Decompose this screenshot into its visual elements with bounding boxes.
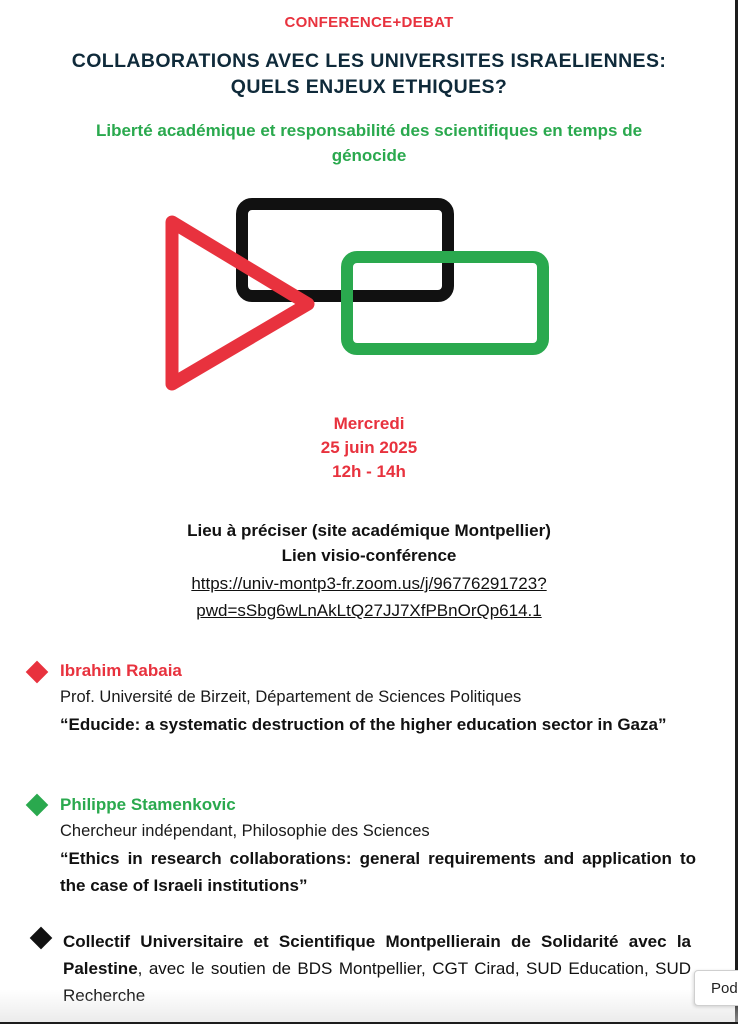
speaker-2-diamond-icon — [25, 793, 49, 817]
viewer-bottom-edge — [0, 1022, 738, 1024]
visio-label: Lien visio-conférence — [281, 546, 457, 565]
event-day: Mercredi — [333, 414, 405, 433]
logo-green-rectangle — [341, 251, 549, 355]
speaker-2: Philippe Stamenkovic Chercheur indépenda… — [60, 792, 696, 899]
zoom-link-line-2[interactable]: pwd=sSbg6wLnAkLtQ27JJ7XfPBnOrQp614.1 — [196, 601, 542, 620]
title-line-2: QUELS ENJEUX ETHIQUES? — [230, 76, 508, 98]
event-date-block: Mercredi 25 juin 2025 12h - 14h — [0, 412, 738, 484]
event-location-block: Lieu à préciser (site académique Montpel… — [0, 518, 738, 568]
event-time: 12h - 14h — [332, 462, 406, 481]
speaker-1-affiliation: Prof. Université de Birzeit, Département… — [60, 688, 522, 706]
zoom-link[interactable]: https://univ-montp3-fr.zoom.us/j/9677629… — [0, 570, 738, 624]
subtitle-line-1: Liberté académique et responsabilité des… — [95, 121, 643, 140]
zoom-link-line-1[interactable]: https://univ-montp3-fr.zoom.us/j/9677629… — [191, 574, 547, 593]
speaker-2-talk-title: “Ethics in research collaborations: gene… — [60, 849, 696, 895]
event-place: Lieu à préciser (site académique Montpel… — [187, 521, 551, 540]
speaker-1-talk-title: “Educide: a systematic destruction of th… — [60, 715, 667, 734]
page-title: COLLABORATIONS AVEC LES UNIVERSITES ISRA… — [0, 48, 738, 100]
speaker-2-name: Philippe Stamenkovic — [60, 795, 236, 814]
event-date: 25 juin 2025 — [320, 438, 418, 457]
speaker-1: Ibrahim Rabaia Prof. Université de Birze… — [60, 658, 696, 738]
page-subtitle: Liberté académique et responsabilité des… — [30, 118, 708, 168]
title-line-1: COLLABORATIONS AVEC LES UNIVERSITES ISRA… — [71, 50, 667, 72]
speaker-2-affiliation: Chercheur indépendant, Philosophie des S… — [60, 822, 430, 840]
organizer-statement: Collectif Universitaire et Scientifique … — [63, 928, 691, 1009]
organizer-name: Collectif Universitaire et Scientifique … — [63, 932, 691, 978]
podcast-button[interactable]: Pod — [694, 970, 738, 1006]
event-kicker: CONFERENCE+DEBAT — [284, 14, 454, 31]
organizer-diamond-icon — [29, 926, 53, 950]
logo-red-triangle — [165, 215, 315, 391]
organizer-support: , avec le soutien de BDS Montpellier, CG… — [63, 959, 691, 1005]
palestine-logo — [165, 198, 549, 391]
speaker-1-diamond-icon — [25, 660, 49, 684]
speaker-1-name: Ibrahim Rabaia — [60, 661, 182, 680]
viewer-edge — [735, 0, 738, 1024]
subtitle-line-2: génocide — [331, 146, 407, 165]
